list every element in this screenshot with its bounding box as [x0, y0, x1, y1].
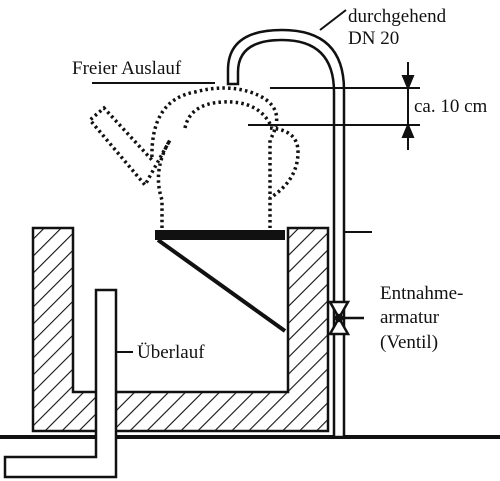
overflow-label: Überlauf: [137, 342, 205, 363]
overflow-pipe: [3, 288, 118, 479]
pipe-label-line1: durchgehend: [348, 6, 447, 27]
valve-label-line2: armatur: [380, 307, 440, 328]
free-outlet-label: Freier Auslauf: [72, 58, 182, 79]
basin-walls: [31, 226, 330, 433]
gap-label: ca. 10 cm: [414, 96, 488, 117]
gap-dimension: [248, 62, 420, 150]
valve-label-line1: Entnahme-: [380, 283, 463, 304]
pipe-label-line2: DN 20: [348, 28, 399, 49]
supply-pipe: [226, 28, 346, 439]
shelf-plate: [155, 230, 287, 333]
valve-symbol: [327, 300, 364, 336]
valve-label-line3: (Ventil): [380, 332, 438, 353]
pipe-label-leader: [319, 9, 347, 31]
kettle-outline: [87, 86, 300, 228]
